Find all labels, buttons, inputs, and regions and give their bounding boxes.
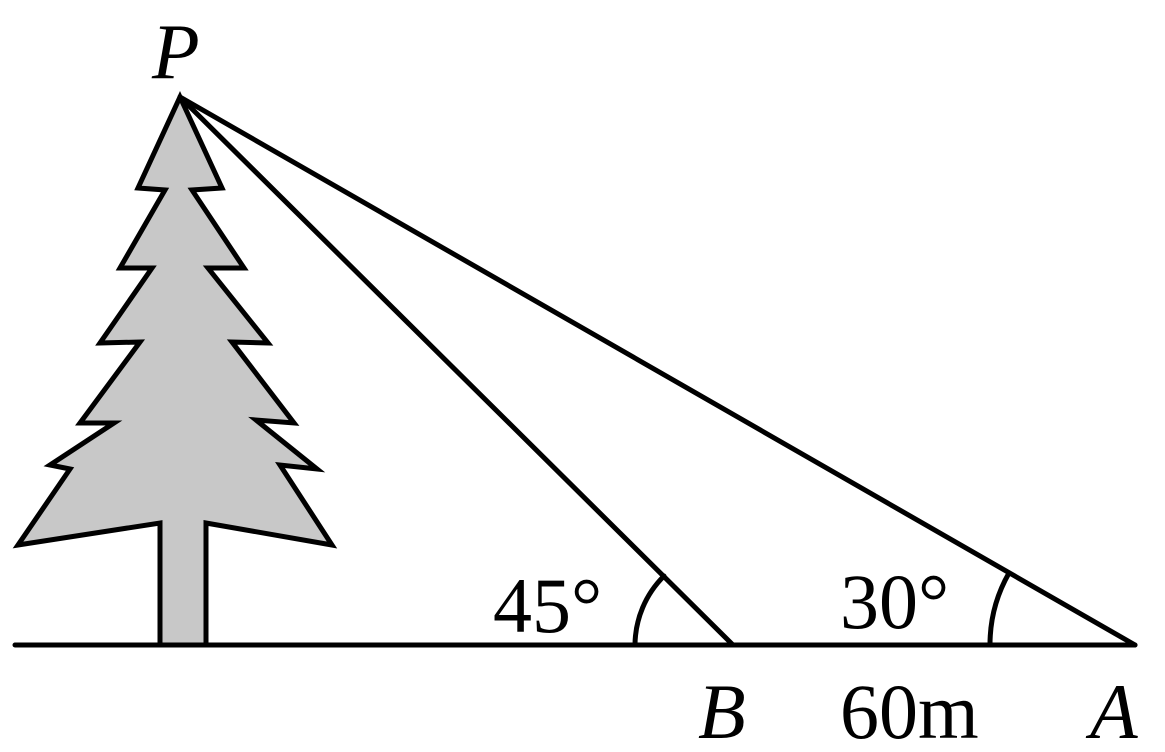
angle-label-a: 30° — [840, 558, 949, 645]
point-label-b: B — [698, 668, 746, 752]
point-label-a: A — [1085, 668, 1138, 752]
point-label-p: P — [151, 8, 200, 95]
angle-label-b: 45° — [493, 562, 602, 649]
distance-label: 60m — [840, 668, 979, 752]
tree-body — [12, 91, 338, 648]
angle-arc-b — [632, 573, 667, 648]
angle-arc-a — [987, 570, 1012, 648]
line-p-to-b — [177, 94, 736, 648]
line-p-to-a — [177, 94, 1138, 648]
pine-tree-icon — [12, 91, 338, 648]
